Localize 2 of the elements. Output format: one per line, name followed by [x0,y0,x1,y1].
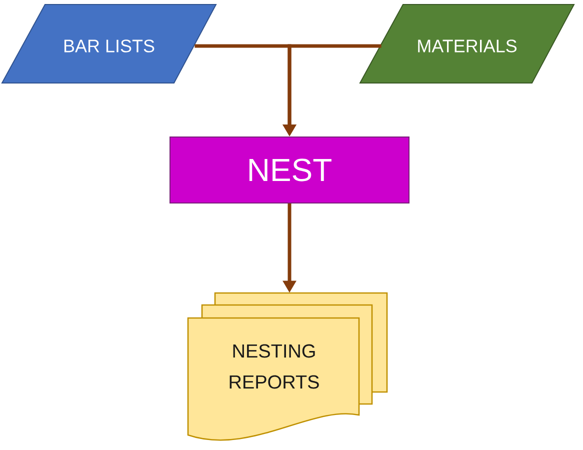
document-stack: NESTING REPORTS [187,292,388,441]
process-box: NEST [170,136,410,204]
